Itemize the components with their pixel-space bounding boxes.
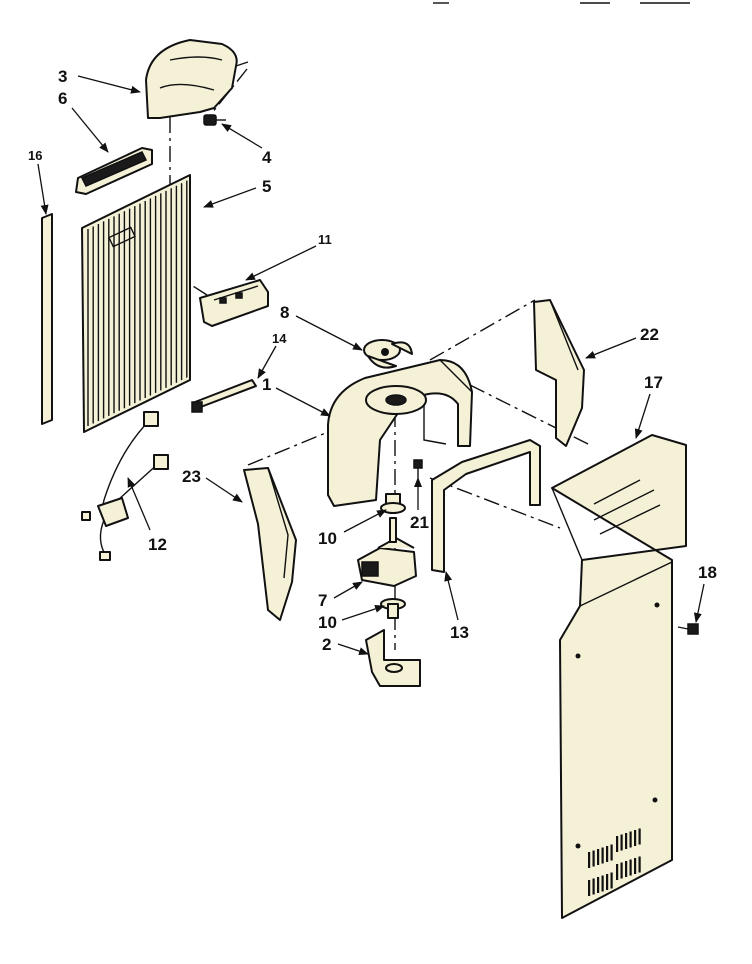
part-16-strip <box>41 213 53 425</box>
callout-6: 6 <box>58 89 67 108</box>
callout-14: 14 <box>272 331 287 346</box>
part-7-fan-motor <box>357 517 417 587</box>
callout-23: 23 <box>182 467 201 486</box>
callout-16: 16 <box>28 148 42 163</box>
leader-lines <box>37 75 705 655</box>
part-1-fan-shroud <box>327 359 473 507</box>
callout-12: 12 <box>148 535 167 554</box>
part-8-fan-blade <box>363 339 413 369</box>
part-5-evaporator-panel <box>81 174 191 433</box>
callout-3: 3 <box>58 67 67 86</box>
callout-2: 2 <box>322 635 331 654</box>
callout-17: 17 <box>644 373 663 392</box>
callout-10-lower: 10 <box>318 613 337 632</box>
callout-labels: 3 6 4 16 5 11 8 14 1 23 12 10 21 7 10 2 … <box>28 67 717 654</box>
callout-8: 8 <box>280 303 289 322</box>
part-3-duct <box>145 39 249 119</box>
callout-7: 7 <box>318 591 327 610</box>
part-17-rear-panel <box>551 434 687 919</box>
part-18-screw <box>677 623 699 635</box>
callout-21: 21 <box>410 513 429 532</box>
callout-11: 11 <box>318 232 332 247</box>
part-2-bracket <box>365 629 421 687</box>
callout-22: 22 <box>640 325 659 344</box>
part-11-clip <box>199 279 269 327</box>
part-10-grommet-lower <box>380 598 406 619</box>
callout-1: 1 <box>262 375 271 394</box>
callout-13: 13 <box>450 623 469 642</box>
callout-10-upper: 10 <box>318 529 337 548</box>
part-22-right-cover <box>533 299 585 447</box>
part-13-gasket <box>431 439 541 573</box>
part-23-left-cover <box>243 467 297 621</box>
callout-5: 5 <box>262 177 271 196</box>
part-12-harness <box>81 411 169 561</box>
callout-18: 18 <box>698 563 717 582</box>
part-14-heater <box>191 379 257 413</box>
callout-4: 4 <box>262 148 272 167</box>
part-6-bracket <box>75 147 153 195</box>
part-21-screw <box>413 459 423 478</box>
part-4-screw <box>203 114 226 126</box>
part-10-grommet-upper <box>380 493 406 514</box>
